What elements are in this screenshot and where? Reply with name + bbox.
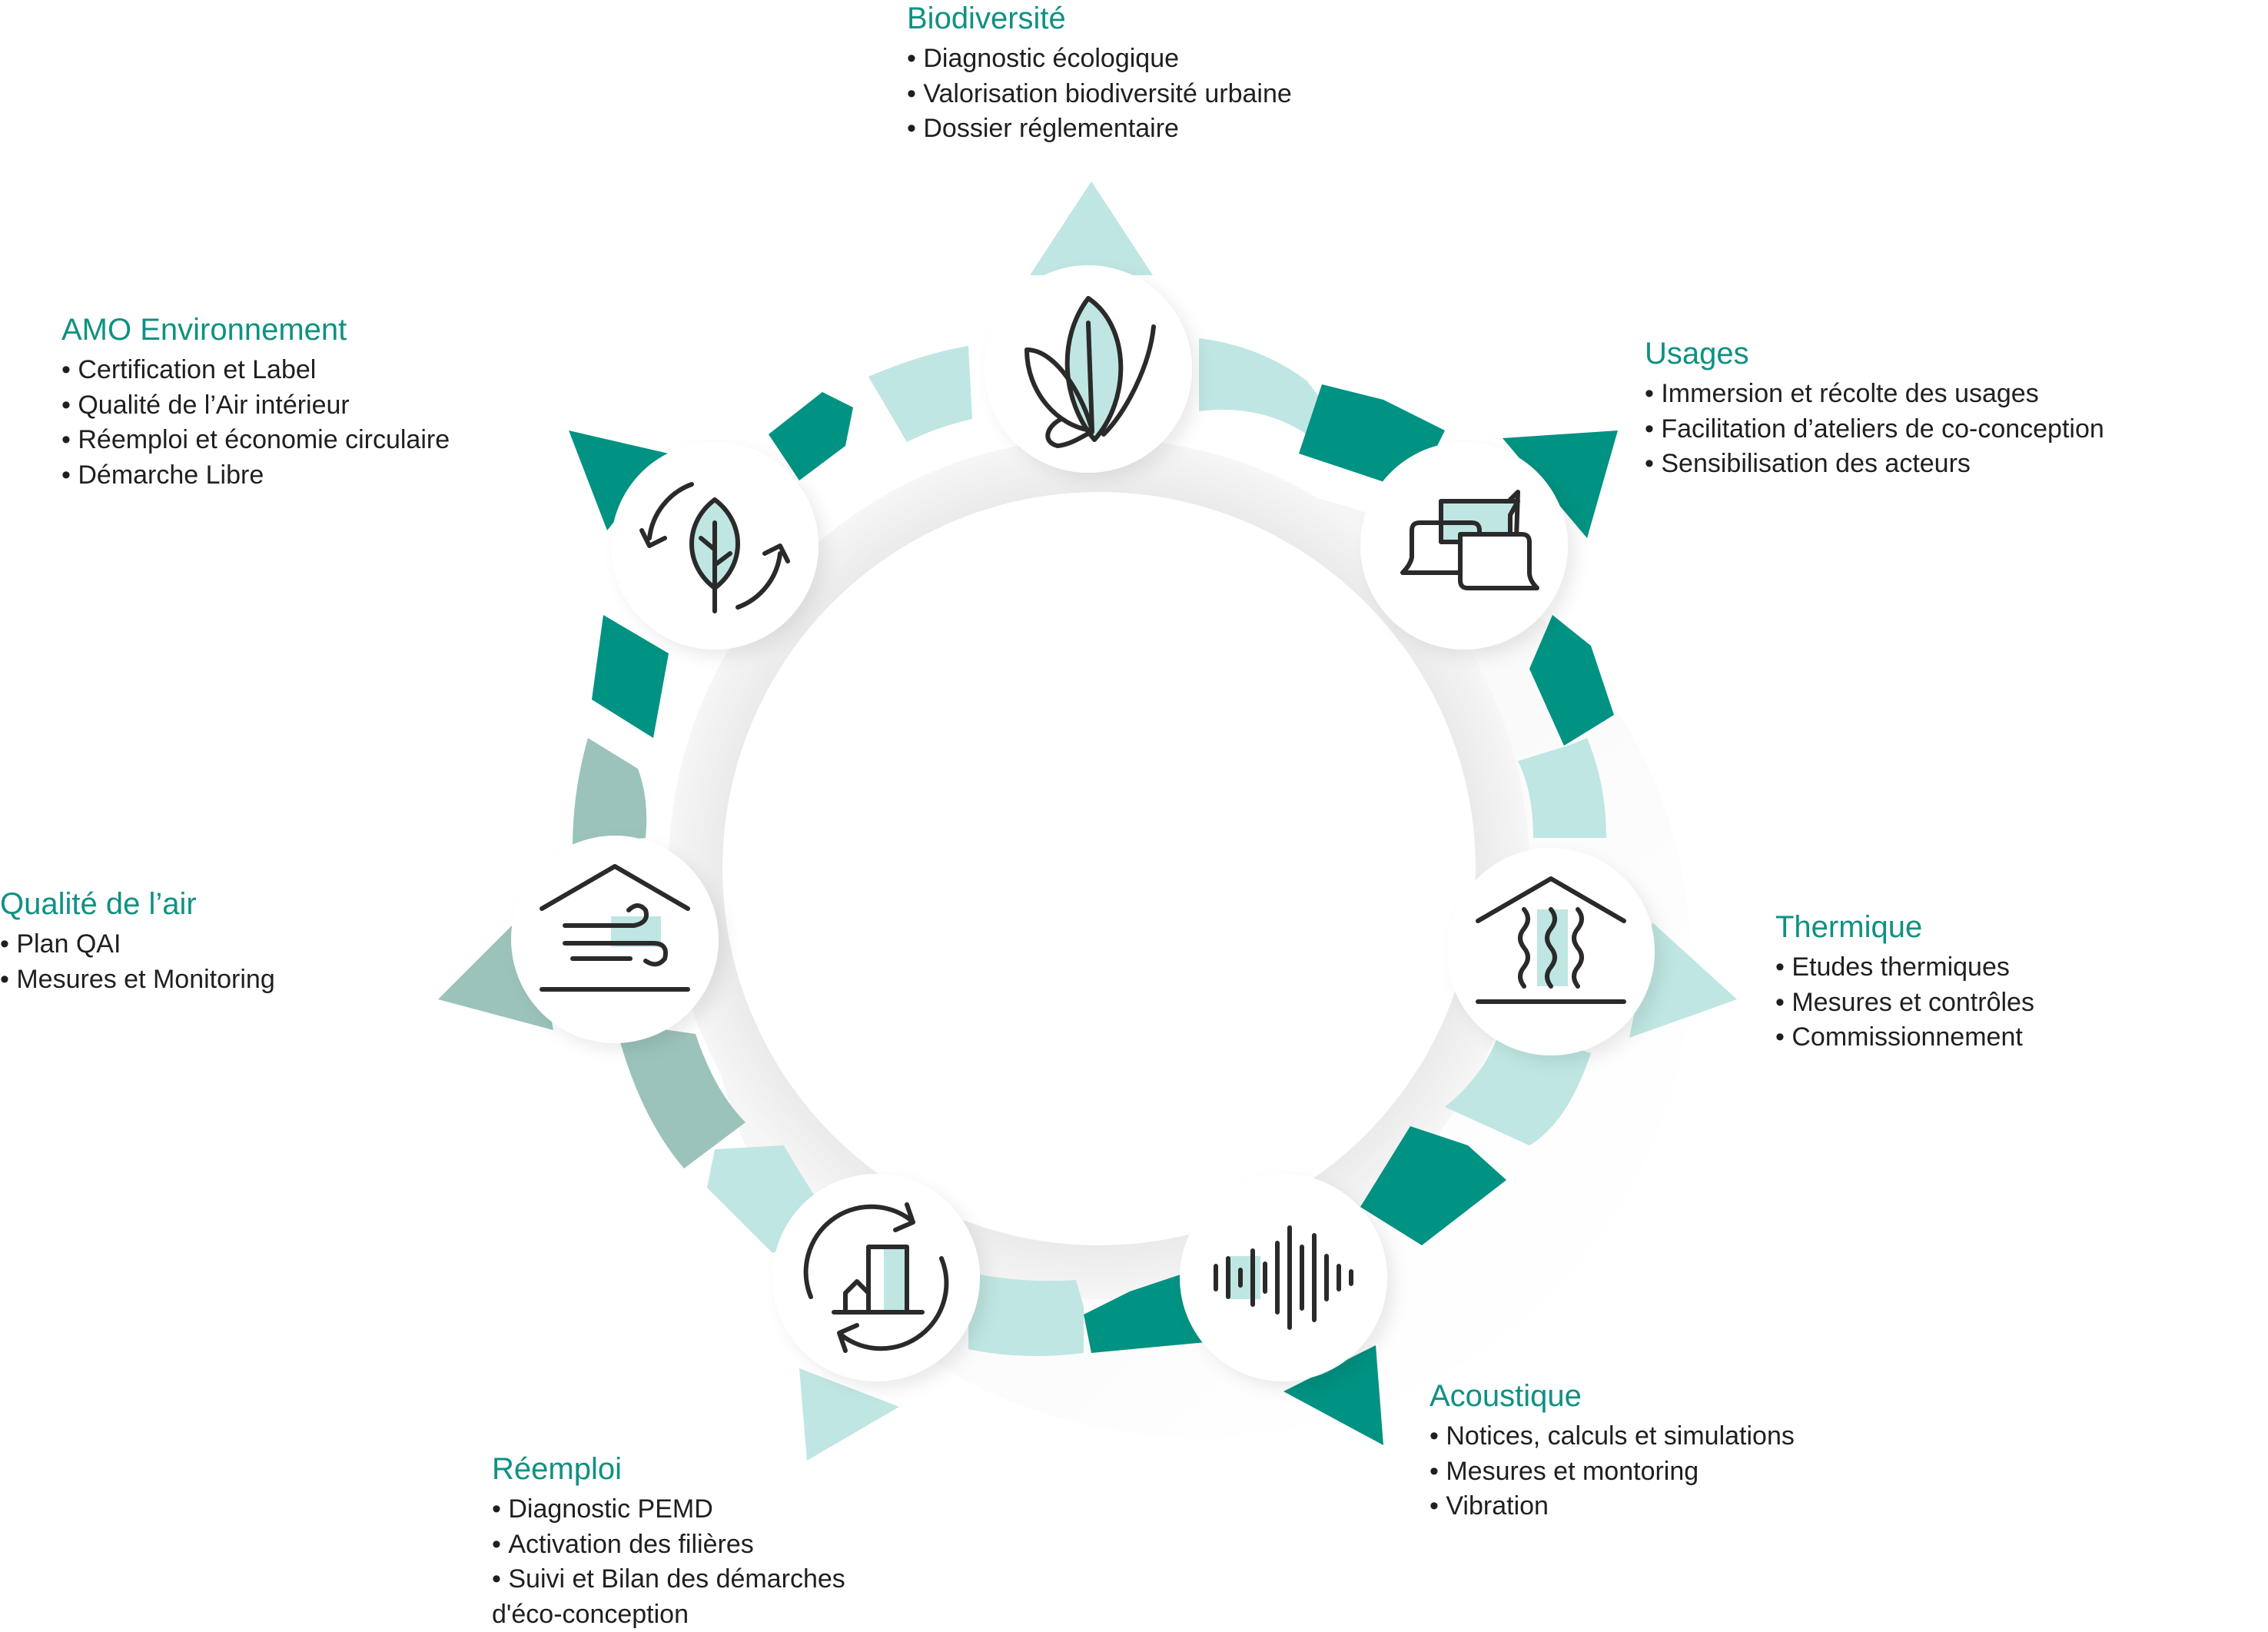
label-amo-environnement: AMO Environnement Certification et Label… [61, 311, 450, 493]
list-item: Notices, calculs et simulations [1430, 1419, 1795, 1454]
node-circle-aco [1180, 1174, 1387, 1381]
list-item: Activation des filières [492, 1527, 845, 1563]
list-item: Diagnostic écologique [907, 42, 1292, 77]
list-item: Certification et Label [61, 353, 450, 388]
label-title: Usages [1645, 335, 2104, 372]
label-list: Immersion et récolte des usages Facilita… [1645, 377, 2104, 482]
label-title: AMO Environnement [61, 311, 450, 348]
label-acoustique: Acoustique Notices, calculs et simulatio… [1430, 1378, 1795, 1524]
list-item: Qualité de l’Air intérieur [61, 388, 450, 424]
label-title: Thermique [1775, 909, 2034, 946]
list-item: Valorisation biodiversité urbaine [907, 77, 1292, 112]
arrow-aco-ree-light [968, 1272, 1084, 1356]
label-title: Acoustique [1430, 1378, 1795, 1414]
label-list: Diagnostic PEMD Activation des filières … [492, 1492, 845, 1632]
list-item: Dossier réglementaire [907, 111, 1292, 147]
label-usages: Usages Immersion et récolte des usages F… [1645, 335, 2104, 482]
list-item: Démarche Libre [61, 458, 450, 494]
arrow-ree-out [799, 1368, 899, 1461]
list-item: Plan QAI [0, 927, 275, 962]
arrow-qai-amo-grey [573, 738, 646, 846]
list-item: Vibration [1430, 1489, 1795, 1524]
label-thermique: Thermique Etudes thermiques Mesures et c… [1775, 909, 2034, 1055]
list-item: Commissionnement [1775, 1020, 2034, 1055]
label-reemploi: Réemploi Diagnostic PEMD Activation des … [492, 1451, 845, 1632]
label-list: Etudes thermiques Mesures et contrôles C… [1775, 950, 2034, 1055]
label-list: Diagnostic écologique Valorisation biodi… [907, 42, 1292, 147]
label-title: Réemploi [492, 1451, 845, 1487]
label-list: Notices, calculs et simulations Mesures … [1430, 1419, 1795, 1524]
list-item: Sensibilisation des acteurs [1645, 447, 2104, 482]
list-item: Etudes thermiques [1775, 950, 2034, 986]
arrow-bio-out [1030, 181, 1153, 275]
list-item: Suivi et Bilan des démarches [492, 1562, 845, 1597]
label-title: Biodiversité [907, 0, 1292, 37]
list-item: Mesures et contrôles [1775, 986, 2034, 1021]
label-biodiversite: Biodiversité Diagnostic écologique Valor… [907, 0, 1292, 147]
arrow-qai-amo-dark [592, 615, 669, 738]
label-qualite-air: Qualité de l’air Plan QAI Mesures et Mon… [0, 886, 275, 997]
label-list: Certification et Label Qualité de l’Air … [61, 353, 450, 493]
list-item: Immersion et récolte des usages [1645, 377, 2104, 412]
list-item: Facilitation d’ateliers de co-conception [1645, 412, 2104, 447]
list-item: Diagnostic PEMD [492, 1492, 845, 1527]
arrow-amo-bio-light [868, 346, 972, 442]
list-item: Réemploi et économie circulaire [61, 423, 450, 458]
list-item-continuation: d'éco-conception [492, 1597, 845, 1632]
list-item: Mesures et Monitoring [0, 962, 275, 998]
label-title: Qualité de l’air [0, 886, 275, 922]
list-item: Mesures et montoring [1430, 1454, 1795, 1490]
label-list: Plan QAI Mesures et Monitoring [0, 927, 275, 997]
